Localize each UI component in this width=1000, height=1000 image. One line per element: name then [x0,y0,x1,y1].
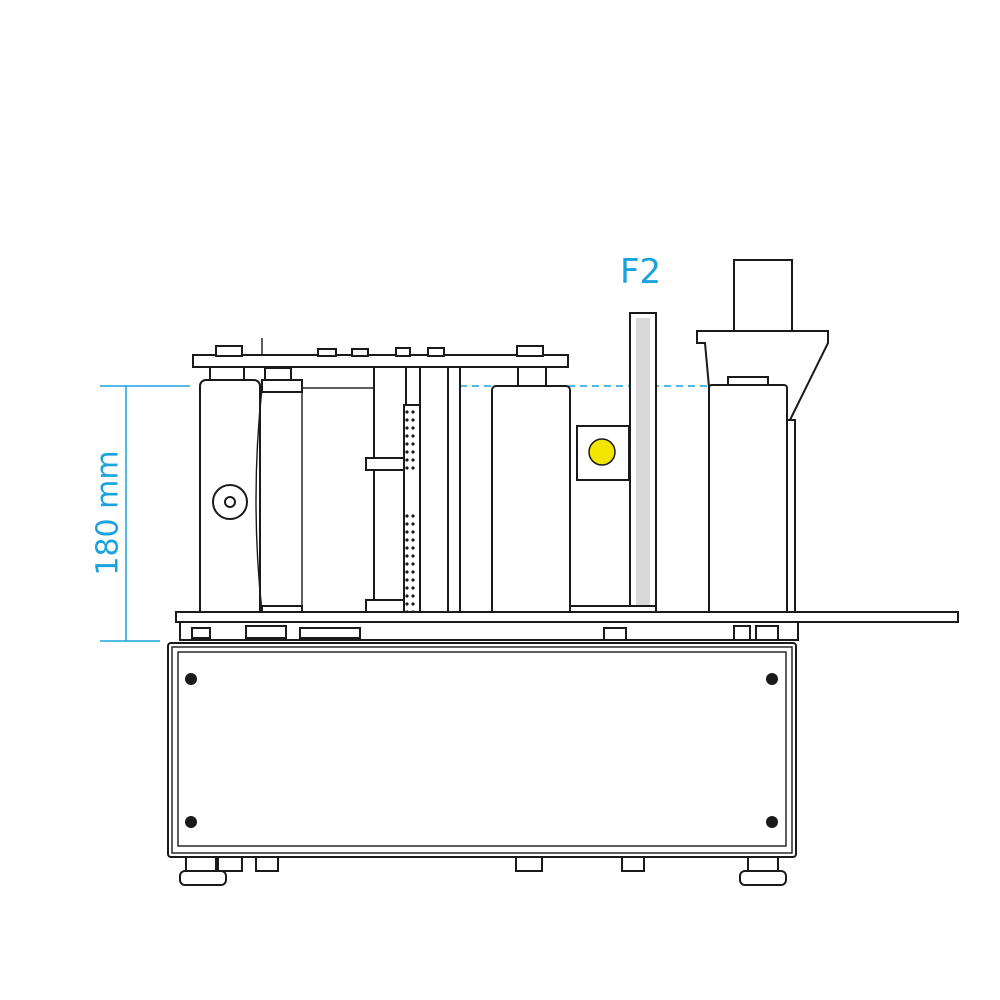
cabinet-screw-br [766,816,778,828]
perforation-dot [405,418,409,422]
perforation-dot [411,586,415,590]
perforation-dot [411,578,415,582]
platform-nut-4 [733,625,751,641]
center-post-edge [447,366,461,640]
perforation-dot [405,466,409,470]
perforation-dot [411,562,415,566]
perforation-dot [411,410,415,414]
left-roller-clip-top [261,379,303,393]
top-plate [192,338,569,368]
center-post-right [419,366,449,640]
left-roller-knob-center [224,496,236,508]
foot-pad-right [739,870,787,886]
perforation-dot [405,426,409,430]
platform-rail [175,611,959,623]
cabinet-screw-tl [185,673,197,685]
left-roller-cap [209,366,245,382]
perforation-dot [405,578,409,582]
perforation-dot [411,442,415,446]
cabinet-screw-bl [185,816,197,828]
center-post-left [373,366,407,640]
perforation-dot [411,602,415,606]
platform-clip [299,627,361,639]
perforation-dot [411,450,415,454]
cabinet-bevel [171,646,793,854]
perforation-dot [405,530,409,534]
f2-sensor-bar-shade [636,318,650,630]
foot-nut-center-right [621,856,645,872]
perforation-dot [405,570,409,574]
perforation-dot [411,466,415,470]
perforation-dot [405,538,409,542]
top-nut-5 [427,347,445,357]
label-web-panel [301,387,375,617]
perforation-dot [411,594,415,598]
foot-nut-right [747,856,779,872]
right-side-guide [786,419,796,617]
feet [179,856,787,886]
f2-sensor [569,312,657,637]
foot-nut-left-b [217,856,243,872]
cabinet-inner-panel [177,651,787,847]
left-roller-assembly [199,366,303,619]
perforation-dot [405,594,409,598]
cabinet-outer [167,642,797,858]
foot-nut-left-c [255,856,279,872]
middle-roller-cap [517,366,547,388]
foot-pad-left [179,870,227,886]
perforation-dot [411,538,415,542]
f2-label: F2 [620,252,662,292]
hopper-neck [733,259,793,333]
perforation-dot [405,514,409,518]
perforation-dot [405,522,409,526]
perforation-dot [405,410,409,414]
perforation-dot [411,546,415,550]
perforation-dot [411,570,415,574]
platform [175,611,959,641]
perforation-dot [405,546,409,550]
perforation-dot [405,554,409,558]
middle-roller [491,385,571,631]
platform-nut-1 [191,627,211,639]
top-nut-3 [351,348,369,357]
middle-roller-assembly [491,366,571,639]
perforation-dot [405,458,409,462]
perforation-dot [411,426,415,430]
platform-nut-5 [755,625,779,641]
right-roller [708,384,788,628]
platform-nut-3 [603,627,627,641]
perforation-dot [405,562,409,566]
top-plate-bar [192,354,569,368]
perforation-dot [411,530,415,534]
right-assembly [696,259,829,628]
perforated-guide [403,404,421,636]
perforation-dot [405,602,409,606]
perforation-dot [405,442,409,446]
cabinet-screw-tr [766,673,778,685]
platform-nut-2 [245,625,287,639]
perforation-dot [411,522,415,526]
perforation-dot [411,514,415,518]
top-nut-1 [215,345,243,357]
perforation-dot [411,554,415,558]
foot-nut-left-a [185,856,217,872]
top-nut-4 [395,347,411,357]
perforation-dot [405,586,409,590]
perforation-dot [411,458,415,462]
perforation-dot [405,450,409,454]
perforation-dot [405,434,409,438]
foot-nut-middle [515,856,543,872]
center-frame [365,366,461,640]
top-nut-6 [516,345,544,357]
top-nut-2 [317,348,337,357]
left-roller-curve [255,387,263,613]
height-dimension-label: 180 mm [90,450,126,576]
base-cabinet [167,642,797,858]
yellow-indicator-light-icon [588,438,616,466]
perforation-dot [411,434,415,438]
perforation-dot [411,418,415,422]
left-roller-nut [264,367,292,381]
